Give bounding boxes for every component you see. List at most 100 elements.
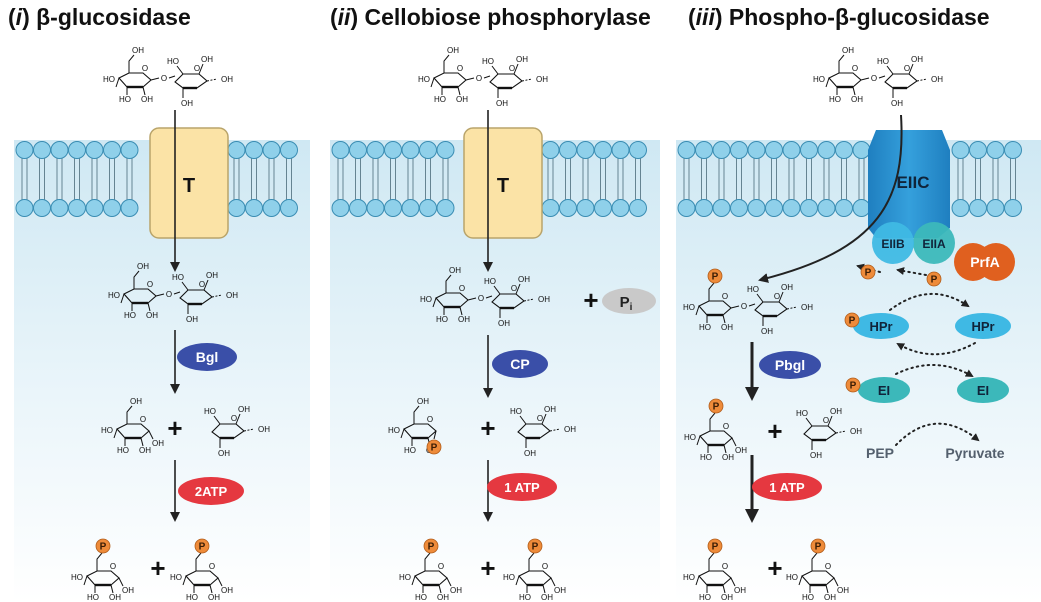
ring-bonds — [884, 73, 918, 89]
atom-label: HO — [103, 75, 115, 84]
atom-label: OH — [931, 75, 943, 84]
atom-label: OH — [437, 593, 449, 602]
atom-label: O — [194, 64, 200, 73]
oh-bond — [142, 86, 146, 96]
lipid-head — [419, 199, 437, 217]
phosphate-label: P — [532, 542, 539, 553]
lipid-head — [227, 141, 246, 159]
lipid-head — [33, 141, 51, 159]
atom-label: OH — [781, 283, 793, 292]
oh-bond — [519, 415, 527, 425]
glycosidic-bond — [467, 297, 477, 301]
prfa-label: PrfA — [970, 254, 1000, 270]
plus-ii-middle: + — [480, 413, 495, 443]
atom-label: HO — [108, 291, 120, 300]
lipid-head — [280, 199, 298, 217]
atom-label: OH — [201, 55, 213, 64]
atom-label: O — [142, 64, 148, 73]
atom-label: OH — [842, 46, 854, 55]
oh-bond — [723, 444, 727, 454]
pi-oval — [602, 288, 656, 314]
phosphate-circle — [810, 538, 826, 554]
lipid-head — [541, 141, 560, 159]
atom-label: OH — [152, 439, 164, 448]
phosphate-label: P — [712, 272, 719, 283]
lipid-head — [1004, 199, 1022, 217]
pi-base: P — [620, 294, 630, 311]
atom-label: OH — [258, 425, 270, 434]
lipid-head — [852, 199, 871, 217]
pep-label: PEP — [866, 445, 894, 461]
anomeric-bond — [243, 428, 255, 432]
lipid-head — [835, 141, 853, 159]
phosphate-icon: P — [707, 268, 723, 284]
atom-label: OH — [830, 407, 842, 416]
c6-bond — [528, 552, 535, 571]
atom-label: OH — [761, 327, 773, 336]
lipid-head — [852, 141, 871, 159]
oh-bond — [886, 65, 894, 75]
atom-label: OH — [541, 593, 553, 602]
lipid-head — [969, 199, 987, 217]
oh-bond — [432, 297, 437, 308]
atom-label: OH — [496, 99, 508, 108]
atom-label: HO — [415, 593, 427, 602]
lipid-head — [103, 199, 121, 217]
atom-label: O — [457, 64, 463, 73]
atom-label: O — [509, 64, 515, 73]
atom-label: O — [438, 562, 444, 571]
atom-label: HO — [683, 573, 695, 582]
atom-label: OH — [221, 75, 233, 84]
eiia-domain — [913, 222, 955, 264]
lipid-head — [782, 199, 801, 217]
lipid-head — [1004, 141, 1022, 159]
phosphate-circle — [860, 264, 876, 280]
atom-label: O — [476, 74, 482, 83]
membrane-segment — [951, 141, 1022, 217]
anomeric-bond — [148, 430, 154, 440]
phosphate-label: P — [849, 316, 856, 327]
phosphate-label: P — [428, 542, 435, 553]
oh-bond — [491, 65, 499, 75]
lipid-head — [331, 199, 350, 217]
atom-label: O — [823, 416, 829, 425]
anomeric-bond — [786, 306, 798, 310]
atom-label: O — [741, 302, 747, 311]
membrane-segment — [331, 141, 455, 217]
lipid-bilayers — [15, 141, 1022, 217]
atom-label: OH — [891, 99, 903, 108]
anomeric-bond — [211, 294, 223, 298]
atom-label: OH — [837, 586, 849, 595]
anomeric-bond — [730, 577, 736, 587]
panel-title-i: (i) β-glucosidase — [8, 4, 191, 30]
atom-label: HO — [683, 303, 695, 312]
phosphate-circle — [926, 271, 942, 287]
plus-ii-pi: + — [583, 285, 598, 315]
oh-bond — [515, 575, 520, 586]
atom-label: O — [478, 294, 484, 303]
lipid-head — [695, 141, 713, 159]
atom-label: O — [825, 562, 831, 571]
atom-label: O — [140, 415, 146, 424]
oh-bond — [147, 302, 151, 312]
atom-label: OH — [456, 95, 468, 104]
panel-title-ii: (ii) Cellobiose phosphorylase — [330, 4, 651, 30]
c6-bond — [443, 54, 450, 73]
atom-label: HO — [418, 75, 430, 84]
atom-label: HO — [404, 446, 416, 455]
oh-bond — [430, 77, 435, 88]
c6-bond — [708, 282, 715, 301]
oh-bond — [515, 283, 521, 295]
lipid-head — [541, 199, 560, 217]
lipid-head — [576, 199, 595, 217]
atom-label: HO — [482, 57, 494, 66]
dotted-arrow-eiia-to-eiib — [896, 267, 927, 276]
c6-bond — [811, 552, 818, 571]
lipid-head — [594, 199, 612, 217]
